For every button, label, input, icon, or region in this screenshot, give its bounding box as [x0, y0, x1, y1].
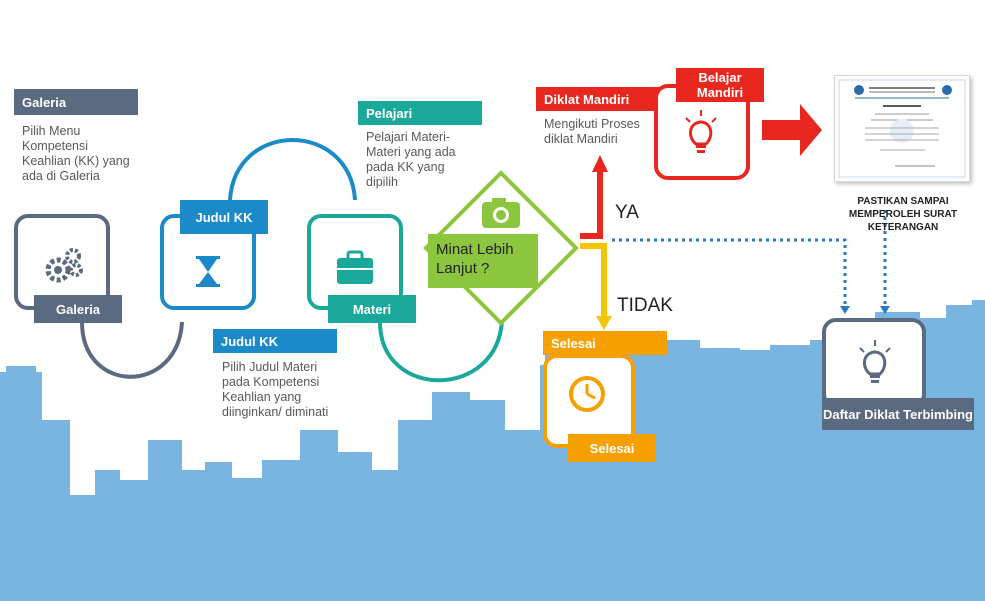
no-label: TIDAK	[617, 295, 673, 316]
terbimbing-box[interactable]	[822, 318, 926, 408]
materi-header: Pelajari	[358, 101, 482, 125]
yes-arrowhead	[592, 155, 608, 172]
hourglass-icon	[196, 256, 220, 287]
judulkk-tag: Judul KK	[180, 200, 268, 234]
dotted-connector	[612, 238, 847, 308]
briefcase-icon	[337, 250, 373, 284]
certificate-image	[834, 75, 970, 182]
materi-box-label: Materi	[328, 295, 416, 323]
yes-label: YA	[615, 202, 639, 223]
materi-description: Pelajari Materi-Materi yang ada pada KK …	[366, 130, 456, 189]
diklat-mandiri-description: Mengikuti Proses diklat Mandiri	[544, 117, 640, 146]
diklat-mandiri-header: Diklat Mandiri	[536, 87, 660, 111]
gears-icon	[45, 248, 83, 283]
certificate-arrow	[762, 104, 822, 156]
selesai-box-label: Selesai	[568, 434, 656, 462]
lightbulb-icon	[685, 110, 717, 153]
materi-box[interactable]	[307, 214, 403, 310]
clock-icon	[569, 376, 605, 412]
no-arrow	[580, 243, 607, 318]
no-arrowhead	[596, 316, 612, 330]
galeria-header: Galeria	[14, 89, 138, 115]
certificate-graphic	[838, 79, 966, 178]
connector-materi	[378, 319, 504, 383]
judulkk-description: Pilih Judul Materi pada Kompetensi Keahl…	[222, 360, 329, 419]
belajar-mandiri-tag: Belajar Mandiri	[676, 68, 764, 102]
connector-judulkk	[228, 138, 357, 201]
judulkk-header: Judul KK	[213, 329, 337, 353]
selesai-header: Selesai	[543, 331, 667, 355]
terbimbing-box-label: Daftar Diklat Terbimbing	[822, 398, 974, 430]
connector-galeria	[80, 321, 184, 379]
galeria-box-label: Galeria	[34, 295, 122, 323]
camera-icon	[482, 198, 520, 228]
decision-question: Minat Lebih Lanjut ?	[428, 234, 538, 288]
lightbulb-icon-gray	[859, 340, 891, 383]
certificate-caption: PASTIKAN SAMPAI MEMPEROLEH SURAT KETERAN…	[848, 196, 958, 233]
yes-arrow	[580, 170, 603, 239]
galeria-description: Pilih Menu Kompetensi Keahlian (KK) yang…	[22, 124, 130, 183]
